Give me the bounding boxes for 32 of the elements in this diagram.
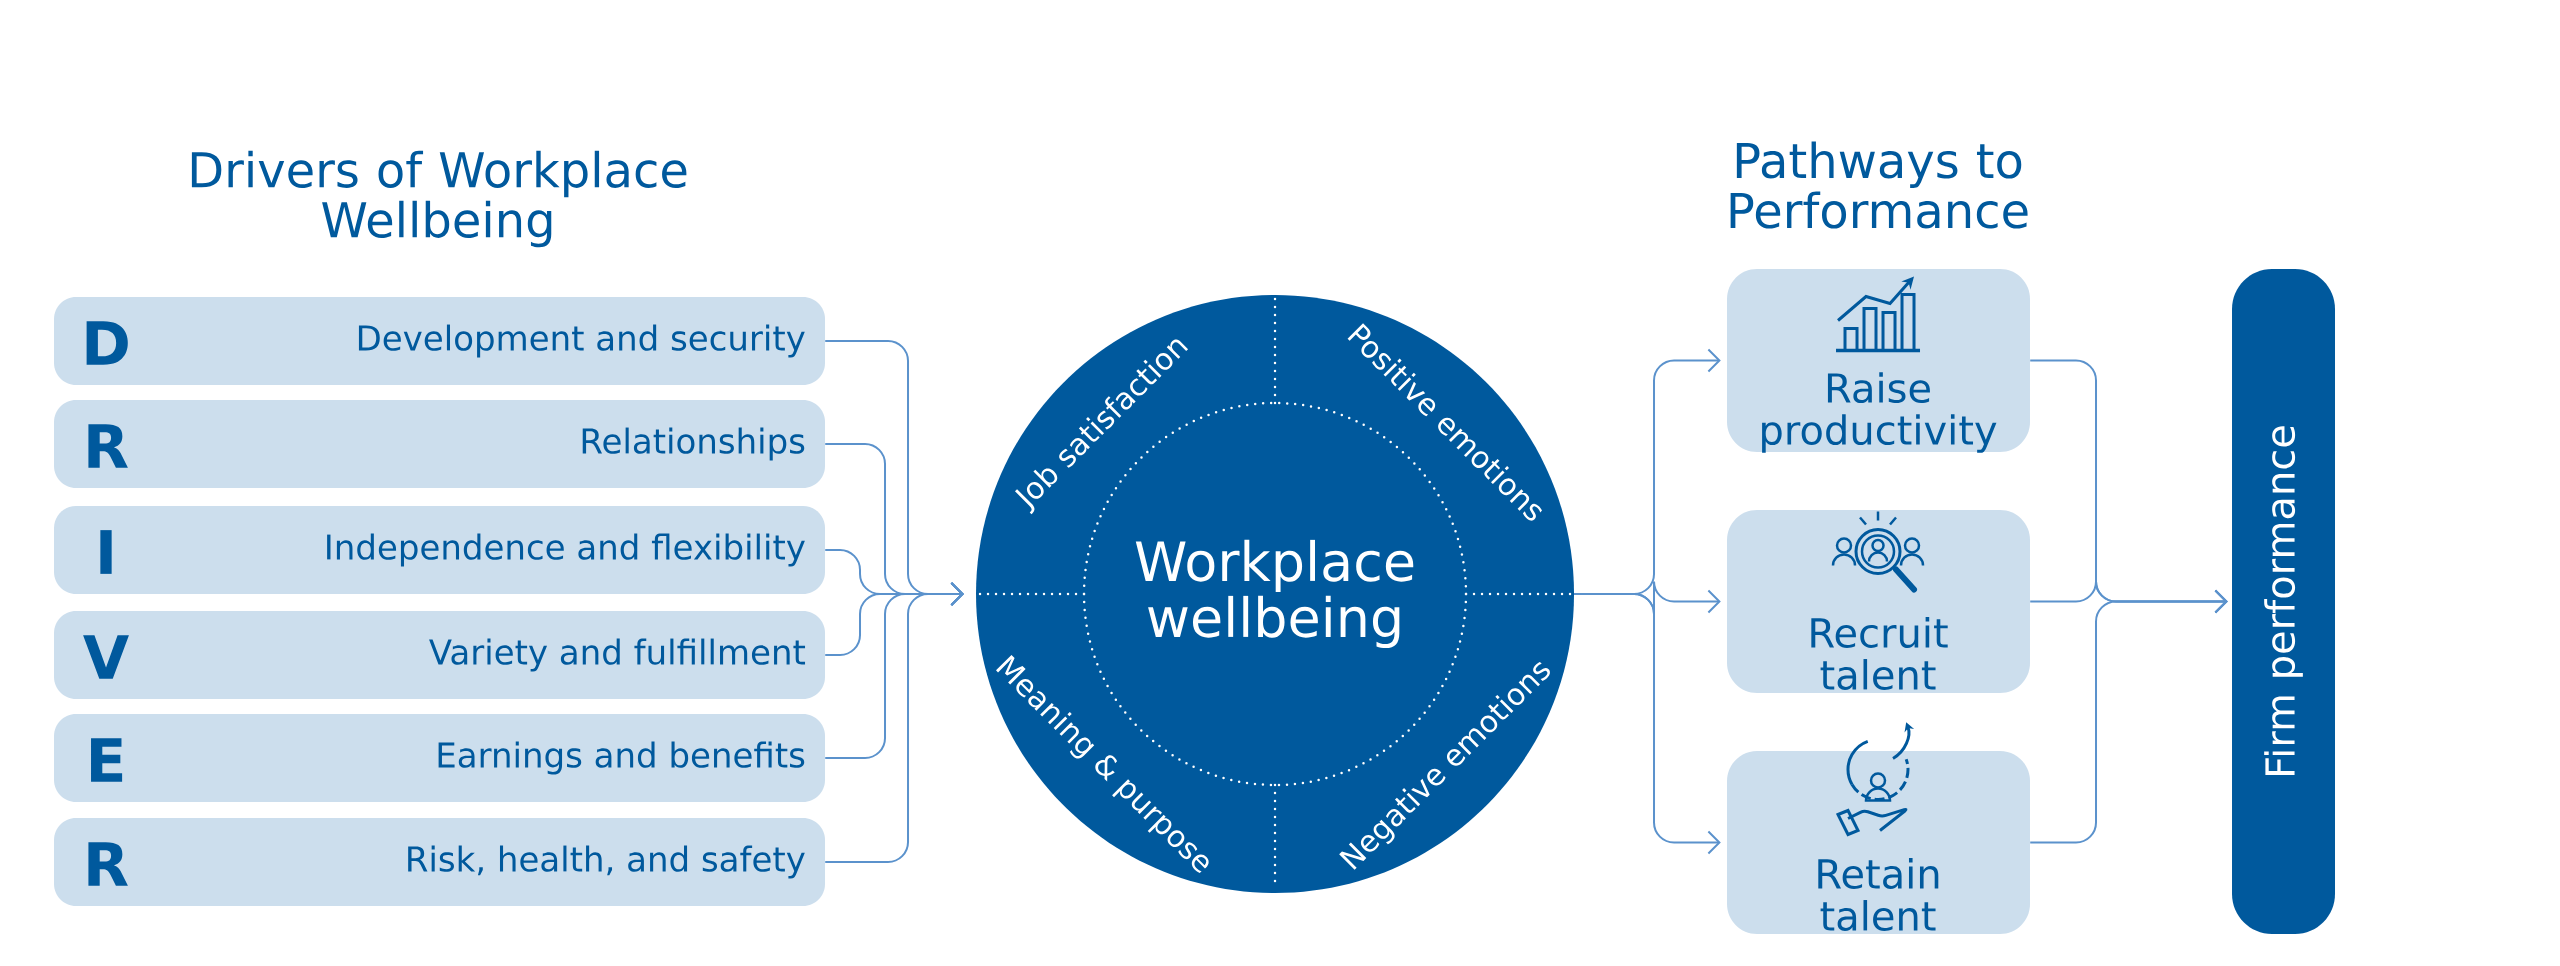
center-label: Workplace wellbeing <box>1135 539 1414 649</box>
driver-label: Independence and flexibility <box>327 533 805 567</box>
initial-letter: R <box>88 842 128 886</box>
pathway-box <box>1727 510 2030 693</box>
performance-label: Firm performance <box>2264 426 2303 775</box>
initial-letter: E <box>91 738 123 782</box>
initial-letter: D <box>86 321 128 365</box>
driver-label: Risk, health, and safety <box>408 845 805 879</box>
arrow <box>824 582 964 863</box>
pathway-box <box>1727 269 2030 453</box>
initial-letter: V <box>83 635 129 679</box>
pathway-label: Raise productivity <box>1762 372 1997 453</box>
driver-label: Relationships <box>582 427 805 461</box>
pathway-label: Retain talent <box>1818 858 1939 931</box>
wellbeing-circle <box>976 295 1574 893</box>
pathway-box <box>1727 722 2030 934</box>
driver-label: Earnings and benefits <box>438 741 805 775</box>
initial-letter: I <box>100 530 112 574</box>
driver-box <box>54 818 825 906</box>
driver-box <box>54 297 825 385</box>
driver-label: Variety and fulfillment <box>429 638 806 672</box>
arrow <box>1573 593 1721 855</box>
driver-label: Development and security <box>358 324 805 358</box>
arrow <box>2029 589 2228 844</box>
performance-bar <box>2232 269 2335 934</box>
driver-box <box>54 611 825 699</box>
driver-box <box>54 714 825 802</box>
section-heading: Drivers of Workplace Wellbeing <box>191 150 687 248</box>
driver-box <box>54 400 825 488</box>
pathway-label: Recruit talent <box>1811 617 1948 690</box>
driver-box <box>54 506 825 594</box>
initial-letter: R <box>88 424 128 468</box>
